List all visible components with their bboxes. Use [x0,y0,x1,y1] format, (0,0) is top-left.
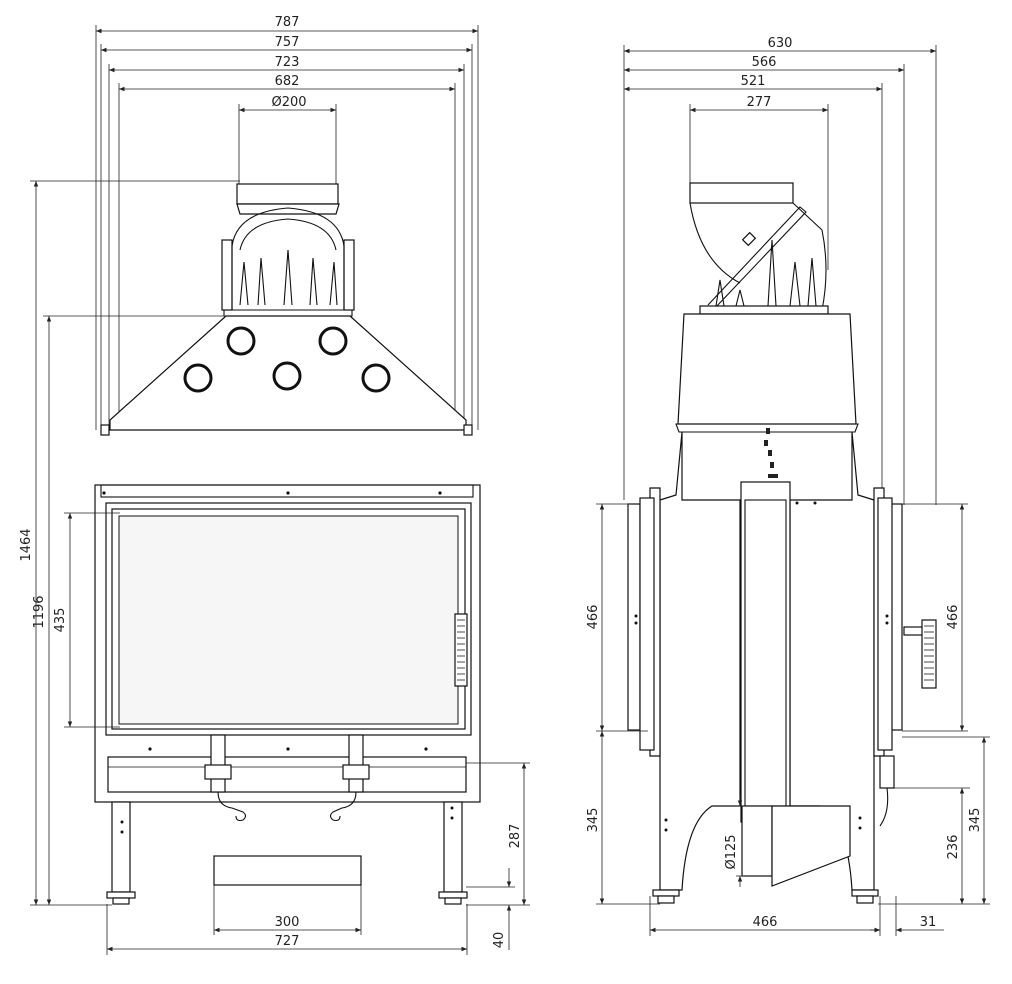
dim-1196: 1196 [32,595,47,628]
side-door-handle [903,619,937,689]
front-view: 787 757 723 682 Ø200 [19,15,530,955]
side-body [627,431,903,891]
side-phi125-dimension [736,795,744,887]
dim-phi125: Ø125 [724,834,739,869]
dim-435: 435 [53,608,68,633]
convection-hole-1 [226,326,256,356]
side-bottom-dimensions [649,896,944,936]
side-view: 630 566 521 277 [586,36,990,936]
dim-630: 630 [768,36,793,51]
dim-300: 300 [275,915,300,930]
side-legs [652,816,879,904]
dim-277: 277 [747,95,772,110]
convection-hole-5 [361,363,391,393]
dim-466-right: 466 [946,605,961,630]
side-flame-marks [764,428,778,478]
dim-787: 787 [275,15,300,30]
dim-236: 236 [946,835,961,860]
dim-757: 757 [275,35,300,50]
ash-drawer [213,855,362,886]
front-right-dimensions [466,762,530,950]
convection-hole-3 [183,363,213,393]
front-legs [106,801,468,905]
side-firebox [740,481,791,823]
dim-31: 31 [920,915,937,930]
dim-287: 287 [508,824,523,849]
dim-466-left: 466 [586,605,601,630]
dim-1464: 1464 [19,528,34,561]
side-air-inlet [741,755,895,887]
dim-phi200: Ø200 [271,95,306,110]
glass-door [118,515,459,725]
front-vertical-dimensions [30,180,240,906]
side-right-dimensions [878,503,990,905]
side-hood [677,313,857,425]
dim-521: 521 [741,74,766,89]
firebox-frame [94,484,481,822]
convection-hole-4 [272,361,302,391]
side-flue-outlet [689,182,829,315]
dim-682: 682 [275,74,300,89]
front-bottom-dimensions [106,885,468,955]
dim-466-bottom: 466 [753,915,778,930]
side-left-dimensions [596,503,660,905]
side-top-dimensions [623,45,937,505]
dim-727: 727 [275,934,300,949]
dim-345-right: 345 [968,808,983,833]
convection-hole-2 [318,326,348,356]
dim-566: 566 [752,55,777,70]
flue-collar [221,183,355,317]
dim-40: 40 [492,932,507,949]
front-top-dimensions [95,25,479,430]
dim-345-left: 345 [586,808,601,833]
dim-723: 723 [275,55,300,70]
